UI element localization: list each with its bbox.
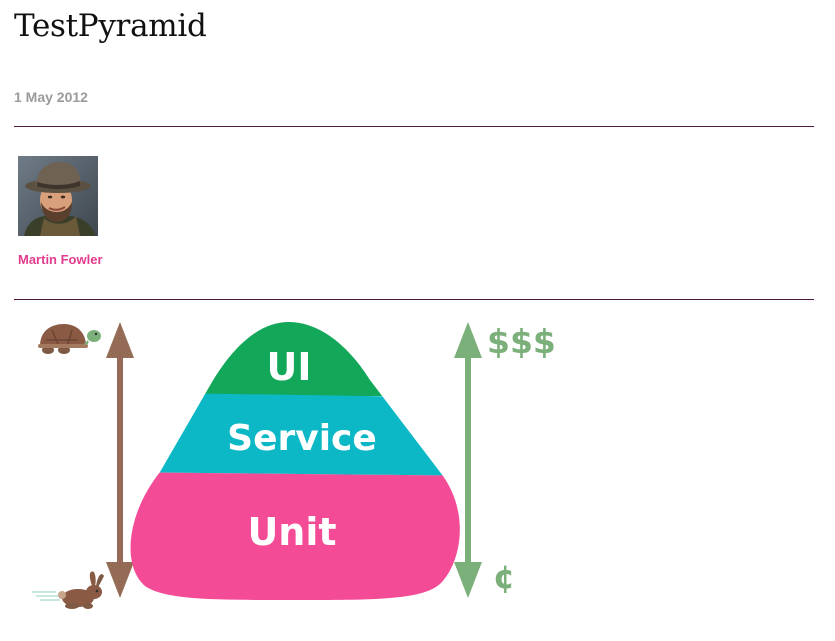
layer-label-unit: Unit <box>247 510 336 554</box>
layer-label-ui: UI <box>267 345 312 389</box>
speed-arrow <box>106 322 134 598</box>
pyramid-layer-unit <box>130 472 460 600</box>
author-link[interactable]: Martin Fowler <box>18 252 103 267</box>
publish-date: 1 May 2012 <box>14 89 88 105</box>
avatar[interactable] <box>18 156 98 236</box>
author-block: Martin Fowler <box>18 156 148 267</box>
divider <box>14 126 814 127</box>
rabbit-icon <box>32 571 104 609</box>
page-title: TestPyramid <box>14 8 207 44</box>
divider <box>14 299 814 300</box>
cost-arrow <box>454 322 482 598</box>
cost-label-high: $$$ <box>487 322 556 361</box>
layer-label-service: Service <box>227 418 377 459</box>
cost-label-low: ¢ <box>493 558 515 596</box>
test-pyramid-diagram: UI Service Unit $$$ ¢ <box>32 322 556 609</box>
turtle-icon <box>38 324 101 354</box>
